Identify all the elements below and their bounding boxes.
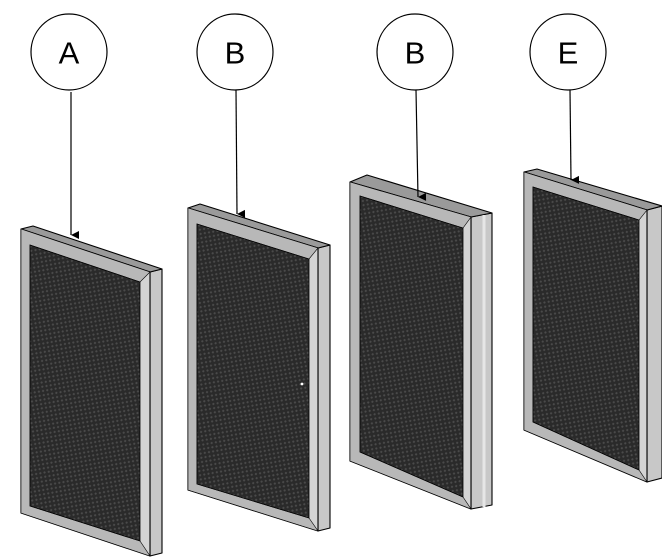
callout-a-label: A <box>59 36 80 71</box>
filter-a-mesh <box>29 244 141 542</box>
filter-panel-a <box>20 225 163 557</box>
filter-e-side <box>646 205 662 483</box>
leader-arrow-b1 <box>235 89 246 218</box>
filter-b1-mesh <box>196 223 310 519</box>
filter-a-side <box>149 268 163 557</box>
callout-b2-label: B <box>405 36 426 71</box>
callout-a: A <box>30 13 108 91</box>
callout-b1: B <box>196 13 274 91</box>
filter-b2-mesh <box>359 195 464 498</box>
filter-b2-side <box>470 212 493 510</box>
filter-e-mesh <box>532 186 640 471</box>
callout-e-label: E <box>558 36 579 71</box>
filter-b1-mark <box>300 382 304 386</box>
callout-b2-circle <box>376 13 454 91</box>
leader-arrow-b2 <box>415 89 427 201</box>
callout-e: E <box>529 13 607 91</box>
callout-b1-label: B <box>225 36 246 71</box>
callout-b1-circle <box>196 13 274 91</box>
callout-a-circle <box>30 13 108 91</box>
filter-panel-b2 <box>349 174 493 510</box>
filter-panel-b1 <box>187 203 331 532</box>
callout-b2: B <box>376 13 454 91</box>
filter-b1-side <box>317 244 331 532</box>
filter-panel-e <box>523 168 662 483</box>
callout-e-circle <box>529 13 607 91</box>
leader-arrow-e <box>569 89 580 184</box>
